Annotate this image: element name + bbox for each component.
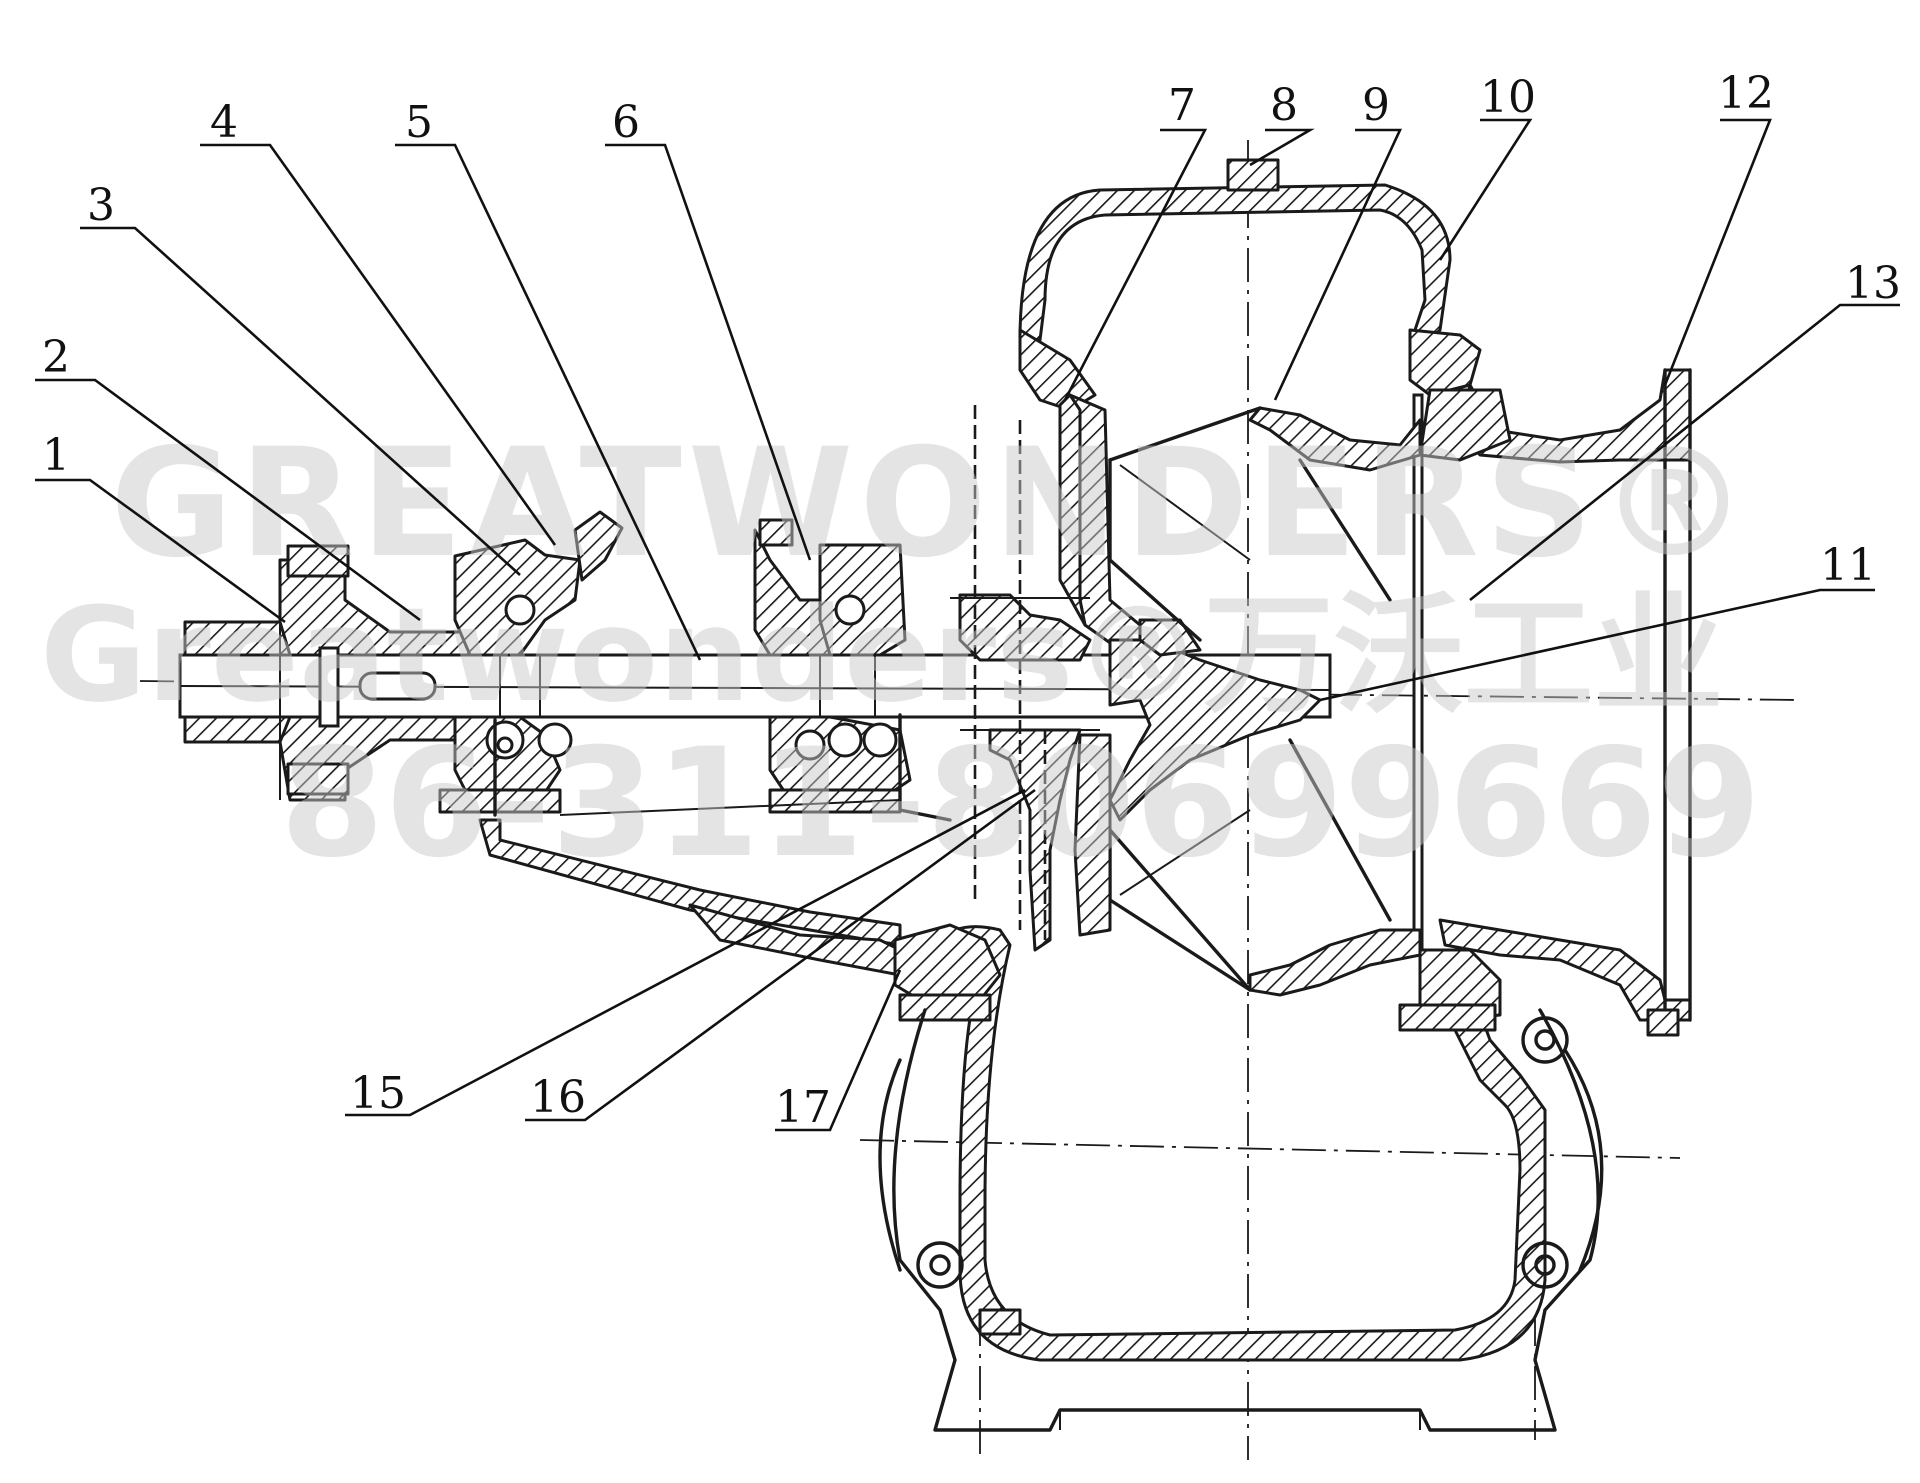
leader-lines bbox=[35, 118, 1900, 1132]
part-label-1: 1 bbox=[42, 430, 70, 481]
rear-bearing-assembly bbox=[753, 518, 912, 814]
part-label-11: 11 bbox=[1820, 540, 1876, 591]
part-label-16: 16 bbox=[530, 1072, 586, 1123]
impeller bbox=[1108, 406, 1422, 997]
part-label-9: 9 bbox=[1362, 80, 1390, 131]
part-label-12: 12 bbox=[1718, 68, 1774, 119]
watermark-phone: 86-311-80699669 bbox=[280, 717, 1761, 891]
part-label-13: 13 bbox=[1845, 258, 1901, 309]
watermark: GREATWONDERS® Greatwonders®万沃工业 86-311-8… bbox=[40, 417, 1761, 891]
part-label-15: 15 bbox=[350, 1068, 406, 1119]
front-bearing-housing bbox=[438, 510, 624, 814]
seal-area bbox=[950, 405, 1112, 952]
part-labels: 1 2 3 4 5 6 7 8 9 10 11 12 13 15 16 17 bbox=[42, 68, 1901, 1133]
watermark-brand: GREATWONDERS® bbox=[110, 417, 1755, 591]
part-label-10: 10 bbox=[1480, 72, 1536, 123]
support-base bbox=[878, 1008, 1604, 1432]
part-label-2: 2 bbox=[42, 332, 70, 383]
watermark-line2: Greatwonders®万沃工业 bbox=[40, 579, 1724, 731]
part-label-5: 5 bbox=[405, 97, 433, 148]
part-label-4: 4 bbox=[210, 97, 238, 148]
part-label-17: 17 bbox=[775, 1082, 831, 1133]
part-label-8: 8 bbox=[1270, 80, 1298, 131]
part-label-7: 7 bbox=[1168, 80, 1196, 131]
coupling bbox=[183, 544, 472, 802]
part-label-3: 3 bbox=[87, 180, 115, 231]
part-label-6: 6 bbox=[612, 97, 640, 148]
